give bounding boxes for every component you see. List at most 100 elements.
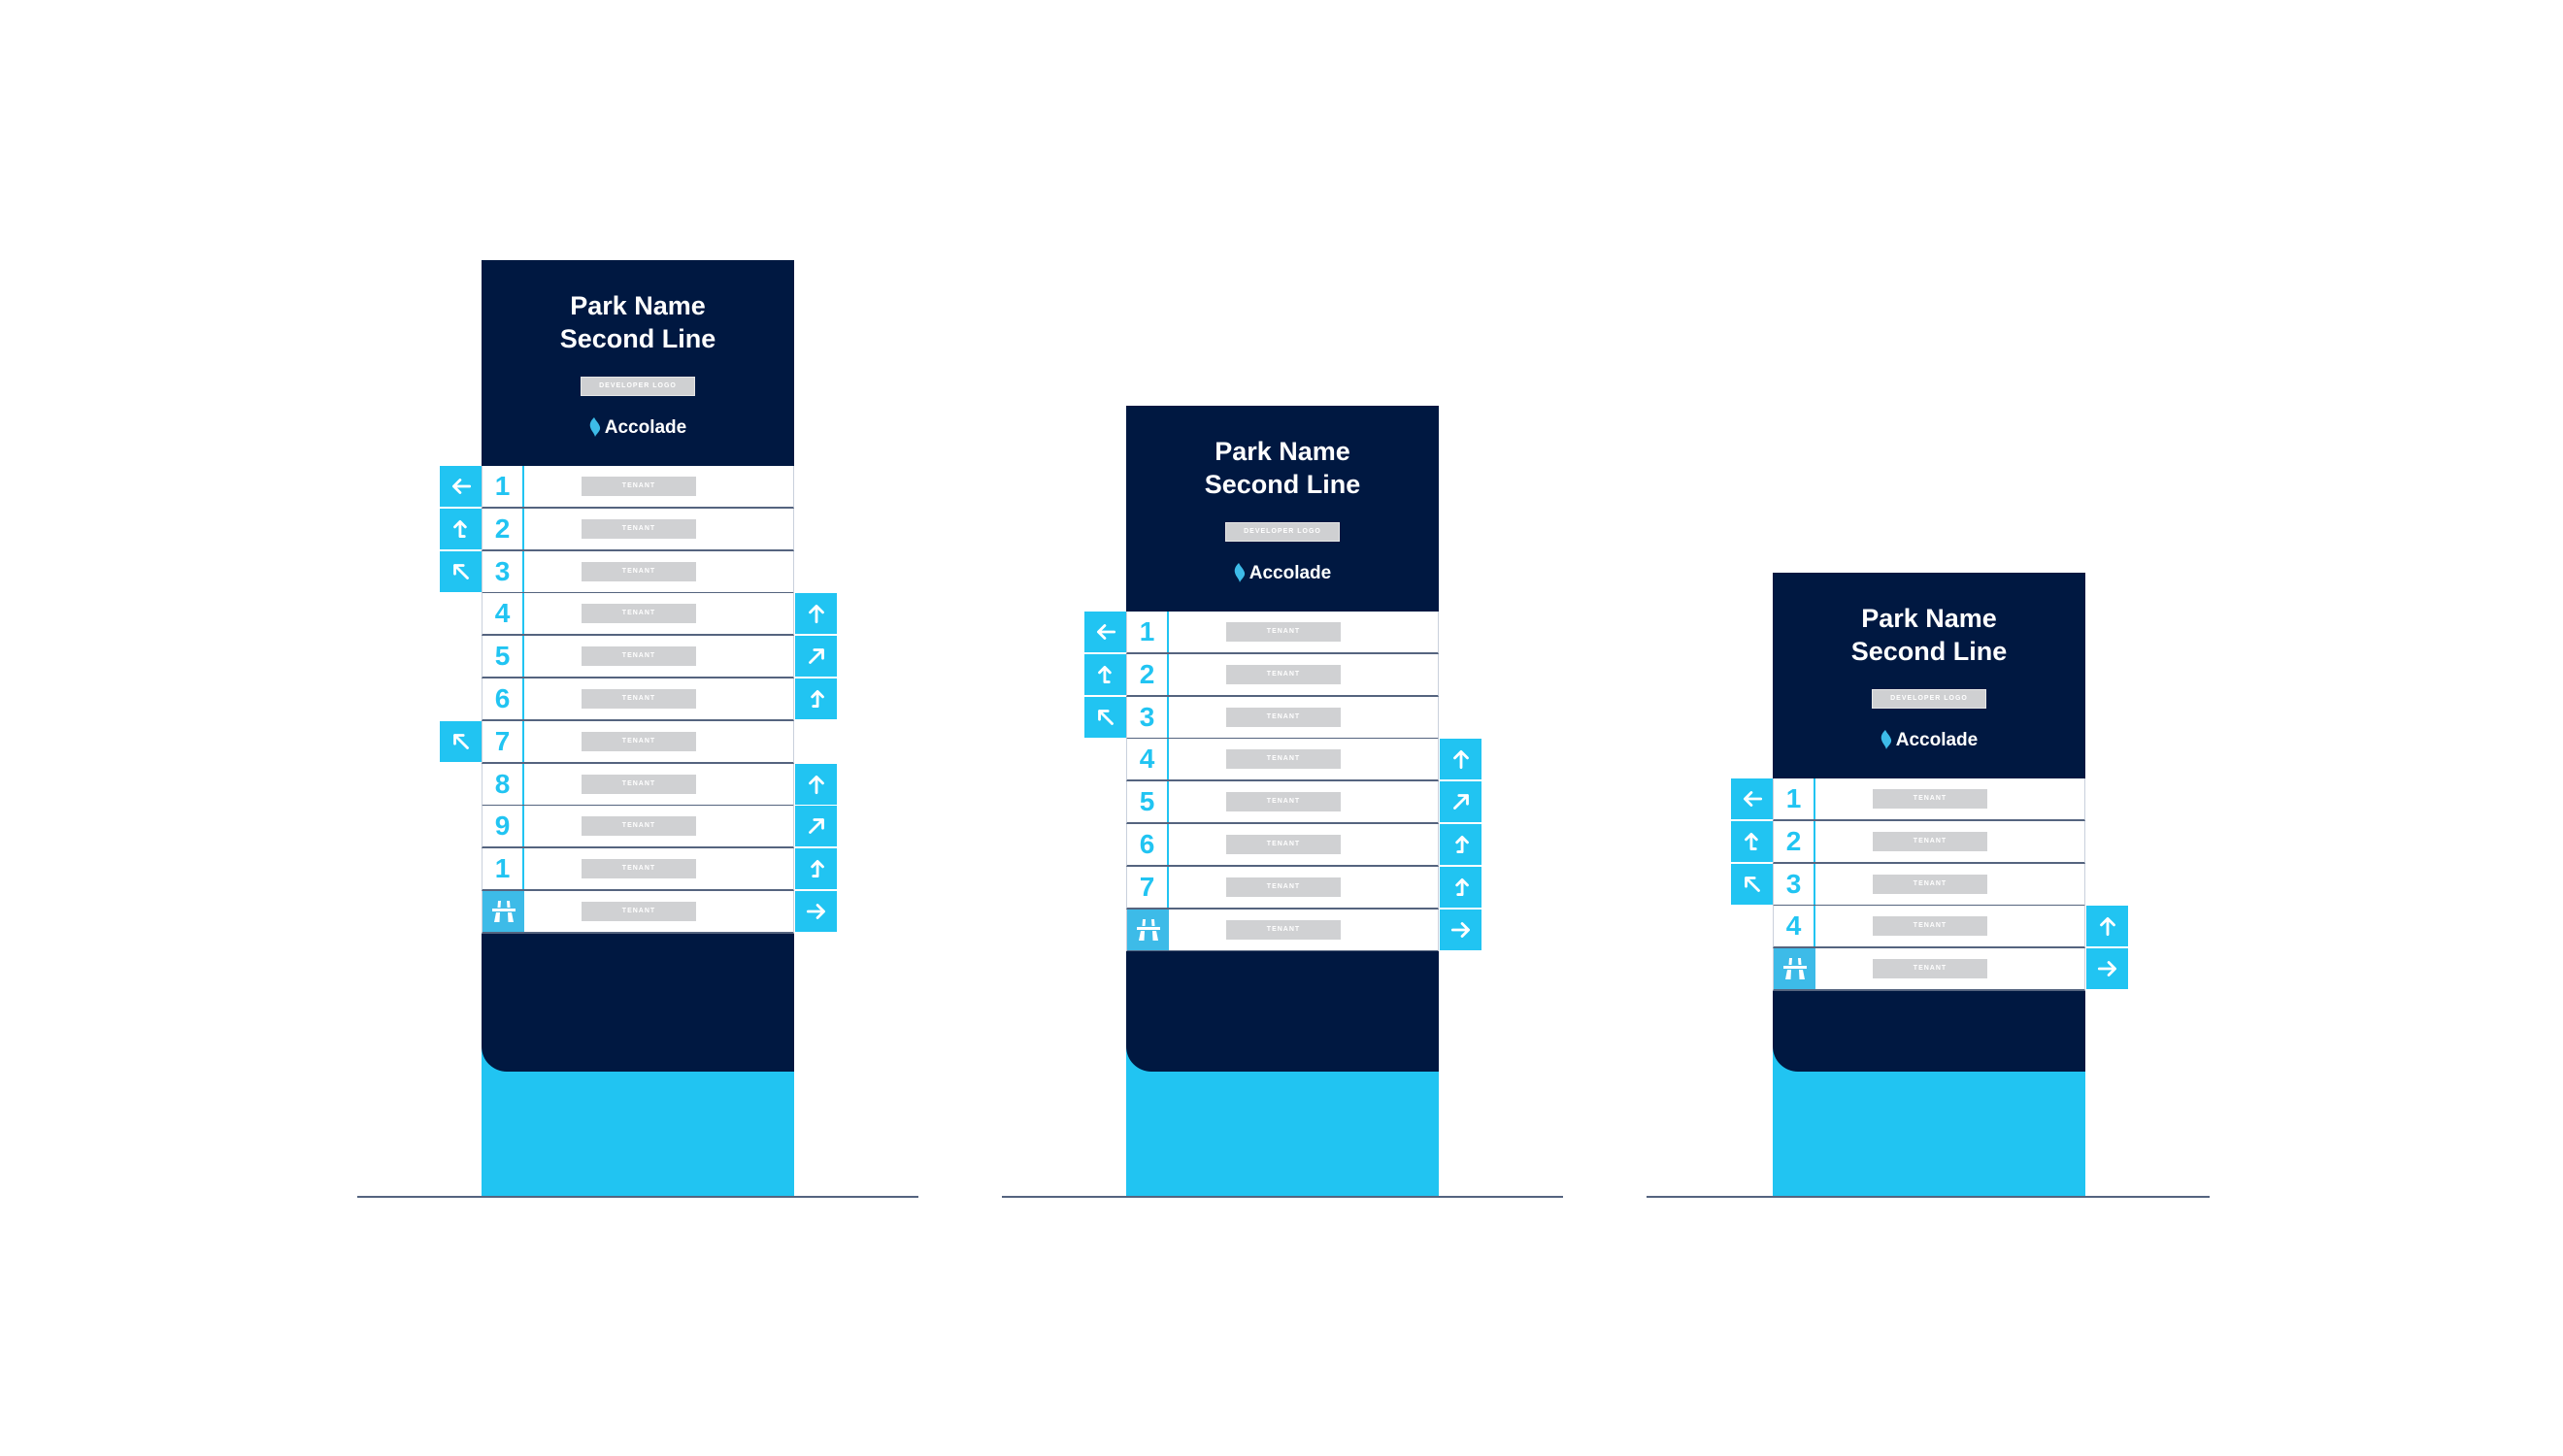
arrow-up-left-icon [1731, 863, 1773, 905]
row-number: 2 [1127, 653, 1169, 695]
tenant-placeholder: TENANT [582, 816, 696, 837]
tenant-placeholder: TENANT [582, 731, 696, 751]
sign-lower-panel [1126, 951, 1439, 1072]
directory-row: 6 TENANT [482, 678, 837, 721]
arrow-up-left-icon [1084, 696, 1126, 738]
directory-row: 5 TENANT [482, 636, 837, 679]
tenant-placeholder: TENANT [582, 604, 696, 624]
arrow-up-left-icon [440, 720, 482, 762]
tenant-placeholder: TENANT [1226, 792, 1341, 812]
tenant-placeholder: TENANT [1226, 835, 1341, 854]
arrow-left-icon [1731, 778, 1773, 819]
arrow-up-hook-right-icon [1084, 653, 1126, 695]
row-number: 2 [1774, 820, 1815, 862]
sign-plinth [1126, 951, 1439, 1196]
title-line-1: Park Name [570, 291, 706, 320]
developer-logo-placeholder: DEVELOPER LOGO [1872, 689, 1986, 709]
tenant-placeholder: TENANT [582, 561, 696, 581]
arrow-left-icon [440, 466, 482, 507]
row-number: 7 [483, 720, 524, 762]
row-number: 4 [1774, 906, 1815, 947]
directory-row: 5 TENANT [1126, 781, 1481, 825]
arrow-up-hook-left-icon [1440, 866, 1481, 908]
arrow-right-icon [2086, 948, 2128, 990]
directory-row: 4 TENANT [482, 593, 837, 637]
arrow-up-right-icon [1440, 781, 1481, 823]
row-number: 4 [1127, 739, 1169, 780]
ground-line [357, 1196, 918, 1198]
row-number: 1 [483, 466, 524, 507]
accolade-brand-text: Accolade [1895, 730, 1979, 750]
row-number: 2 [483, 508, 524, 549]
developer-logo-placeholder: DEVELOPER LOGO [1225, 522, 1340, 542]
accolade-logo: Accolade [1126, 563, 1439, 584]
directory-row: 1 TENANT [1731, 778, 2085, 821]
tenant-placeholder: TENANT [1873, 959, 1987, 979]
directory-row: 4 TENANT [1126, 739, 1481, 782]
directory-row: 9 TENANT [482, 806, 837, 849]
tenant-placeholder: TENANT [1873, 831, 1987, 851]
ground-line [1002, 1196, 1563, 1198]
accolade-leaf-icon [589, 417, 605, 438]
arrow-up-right-icon [795, 636, 837, 678]
arrow-up-icon [795, 763, 837, 805]
tenant-placeholder: TENANT [582, 689, 696, 709]
row-number: 3 [483, 550, 524, 592]
directory-row: 7 TENANT [1126, 866, 1481, 910]
row-number: 6 [1127, 824, 1169, 865]
tenant-placeholder: TENANT [1226, 664, 1341, 684]
tenant-placeholder: TENANT [1226, 877, 1341, 897]
arrow-up-hook-left-icon [795, 678, 837, 719]
row-number: 5 [1127, 781, 1169, 823]
row-number: 7 [1127, 866, 1169, 908]
motorway-icon [1774, 948, 1815, 990]
directory-row: 8 TENANT [482, 763, 837, 807]
arrow-right-icon [795, 891, 837, 932]
tenant-placeholder: TENANT [1873, 916, 1987, 937]
tenant-placeholder: TENANT [1226, 622, 1341, 642]
row-number: 4 [483, 593, 524, 635]
tenant-placeholder: TENANT [582, 518, 696, 539]
row-number: 9 [483, 806, 524, 847]
directory-row: TENANT [1773, 948, 2128, 992]
row-number: 1 [1774, 778, 1815, 819]
tenant-placeholder: TENANT [1226, 919, 1341, 940]
developer-logo-placeholder: DEVELOPER LOGO [581, 377, 695, 396]
title-line-2: Second Line [1850, 637, 2008, 666]
tenant-placeholder: TENANT [1226, 749, 1341, 770]
directory-row: 2 TENANT [440, 508, 794, 551]
accolade-leaf-icon [1234, 563, 1249, 583]
row-number: 5 [483, 636, 524, 678]
directory-row: 7 TENANT [440, 720, 794, 764]
directory-row: 1 TENANT [440, 466, 794, 509]
directory-row: TENANT [482, 891, 837, 934]
tenant-placeholder: TENANT [1873, 789, 1987, 809]
directory-row: 6 TENANT [1126, 824, 1481, 867]
title-line-2: Second Line [559, 324, 716, 353]
tenant-placeholder: TENANT [582, 646, 696, 667]
directory-row: 2 TENANT [1731, 820, 2085, 864]
title-line-2: Second Line [1204, 470, 1361, 499]
directory-row: 3 TENANT [440, 550, 794, 594]
arrow-up-left-icon [440, 550, 482, 592]
title-line-1: Park Name [1861, 604, 1997, 633]
directory-row: TENANT [1126, 909, 1481, 952]
motorway-icon [1127, 909, 1169, 950]
title-line-1: Park Name [1215, 437, 1350, 466]
arrow-up-icon [2086, 906, 2128, 947]
row-number: 6 [483, 678, 524, 719]
arrow-up-hook-left-icon [795, 848, 837, 890]
tenant-placeholder: TENANT [582, 774, 696, 794]
tenant-placeholder: TENANT [1873, 874, 1987, 894]
tenant-placeholder: TENANT [582, 477, 696, 496]
row-number: 8 [483, 763, 524, 805]
